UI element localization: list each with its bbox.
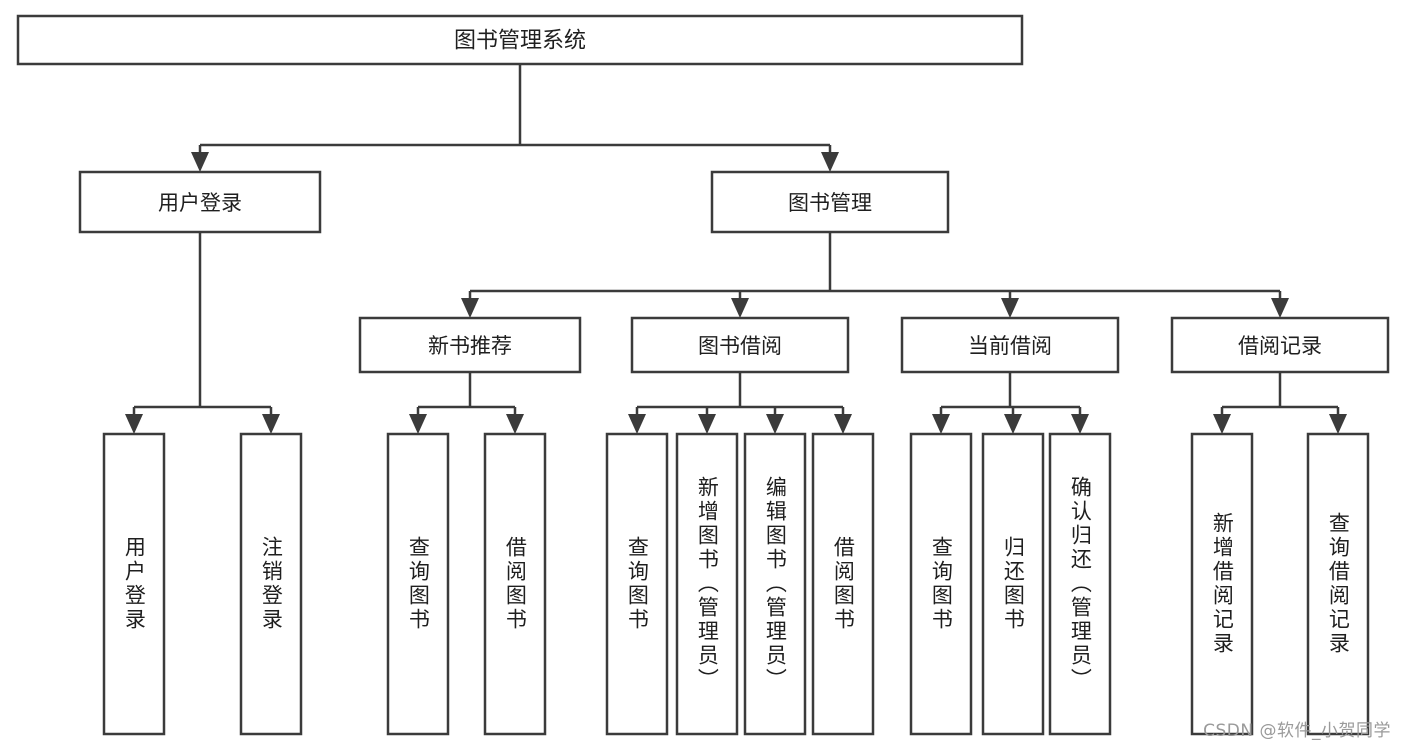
node-label-l2_current_loan: 当前借阅 <box>968 334 1052 358</box>
node-box-l2_book_borrow[interactable] <box>630 316 850 374</box>
arrow-head-icon <box>1071 414 1089 434</box>
node-box-l2_loan_record[interactable] <box>1170 316 1390 374</box>
arrow-head-icon <box>409 414 427 434</box>
arrow-head-icon <box>821 152 839 172</box>
node-box-l3_add_record[interactable] <box>1190 432 1254 736</box>
arrow-head-icon <box>932 414 950 434</box>
node-label-l1_user_login: 用户登录 <box>158 191 242 215</box>
node-box-l3_query_book_b[interactable] <box>605 432 669 736</box>
arrow-head-icon <box>1213 414 1231 434</box>
node-box-l2_new_book_rec[interactable] <box>358 316 582 374</box>
arrow-head-icon <box>506 414 524 434</box>
node-box-l3_query_book_a[interactable] <box>386 432 450 736</box>
node-box-l3_query_book_c[interactable] <box>909 432 973 736</box>
arrow-head-icon <box>766 414 784 434</box>
node-box-l1_user_login[interactable] <box>78 170 322 234</box>
arrow-head-icon <box>628 414 646 434</box>
arrow-head-icon <box>1271 298 1289 318</box>
node-box-l3_confirm_return[interactable] <box>1048 432 1112 736</box>
node-box-l3_query_record[interactable] <box>1306 432 1370 736</box>
node-box-root[interactable] <box>16 14 1024 66</box>
node-box-l3_user_login[interactable] <box>102 432 166 736</box>
node-box-l3_borrow_book_a[interactable] <box>483 432 547 736</box>
node-box-l3_borrow_book_b[interactable] <box>811 432 875 736</box>
arrow-head-icon <box>461 298 479 318</box>
node-box-l3_edit_book[interactable] <box>743 432 807 736</box>
node-label-l2_loan_record: 借阅记录 <box>1238 334 1322 358</box>
connector-layer <box>125 64 1347 434</box>
node-label-l2_new_book_rec: 新书推荐 <box>428 334 512 358</box>
node-label-l2_book_borrow: 图书借阅 <box>698 334 782 358</box>
arrow-head-icon <box>1329 414 1347 434</box>
node-label-l1_book_mgmt: 图书管理 <box>788 191 872 215</box>
arrow-head-icon <box>125 414 143 434</box>
arrow-head-icon <box>834 414 852 434</box>
node-box-l1_book_mgmt[interactable] <box>710 170 950 234</box>
node-box-l3_add_book[interactable] <box>675 432 739 736</box>
arrow-head-icon <box>731 298 749 318</box>
arrow-head-icon <box>262 414 280 434</box>
arrow-head-icon <box>191 152 209 172</box>
node-box-l3_return_book[interactable] <box>981 432 1045 736</box>
arrow-head-icon <box>1004 414 1022 434</box>
node-box-l3_user_logout[interactable] <box>239 432 303 736</box>
node-box-l2_current_loan[interactable] <box>900 316 1120 374</box>
node-label-root: 图书管理系统 <box>454 29 586 54</box>
node-box-layer <box>16 14 1390 736</box>
arrow-head-icon <box>698 414 716 434</box>
arrow-head-icon <box>1001 298 1019 318</box>
